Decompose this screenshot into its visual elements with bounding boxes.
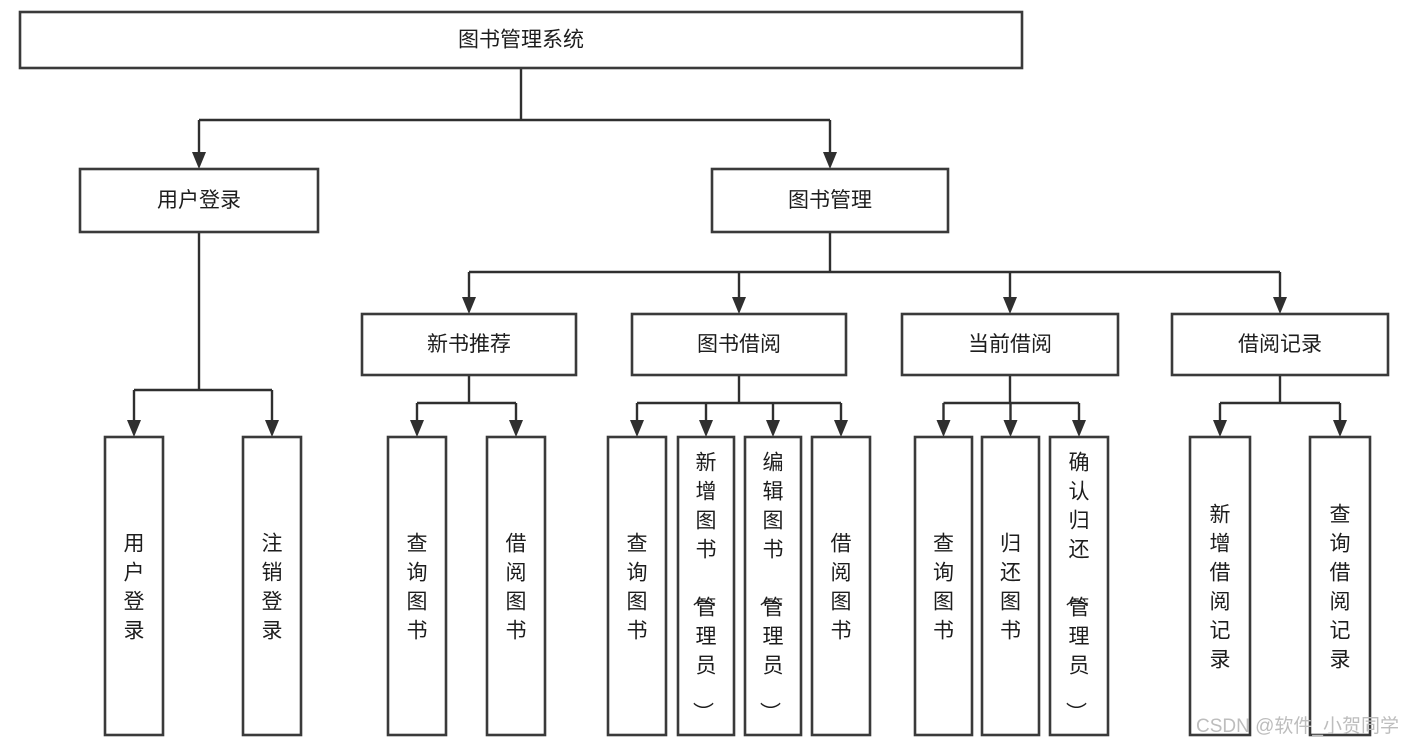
arrowhead-leaf-confirm-return — [1072, 420, 1086, 437]
node-label-user-login: 用户登录 — [157, 189, 241, 212]
node-label-leaf-add-book: 新增图书（管理员） — [691, 452, 717, 723]
node-leaf-add-record[interactable]: 新增借阅记录 — [1188, 435, 1252, 737]
arrowhead-leaf-query-book-3 — [936, 420, 951, 437]
connector-group-borrow-record — [1213, 375, 1347, 437]
node-box-leaf-query-record[interactable] — [1308, 435, 1372, 737]
node-label-leaf-query-book-2: 查询图书 — [627, 533, 648, 643]
node-leaf-add-book[interactable]: 新增图书（管理员） — [676, 435, 736, 737]
node-leaf-borrow-book-1[interactable]: 借阅图书 — [485, 435, 547, 737]
node-label-leaf-query-book-1: 查询图书 — [407, 533, 428, 643]
node-new-book-rec[interactable]: 新书推荐 — [360, 312, 578, 377]
connector-group-user-login — [127, 232, 279, 437]
connector-group-current-borrow — [936, 375, 1086, 437]
connector-group-new-book-rec — [410, 375, 523, 437]
arrowhead-leaf-query-book-1 — [410, 420, 424, 437]
node-leaf-query-book-2[interactable]: 查询图书 — [606, 435, 668, 737]
node-leaf-query-book-1[interactable]: 查询图书 — [386, 435, 448, 737]
node-box-leaf-add-record[interactable] — [1188, 435, 1252, 737]
node-box-leaf-edit-book[interactable] — [743, 435, 803, 737]
node-label-leaf-add-record: 新增借阅记录 — [1210, 504, 1231, 672]
arrowhead-leaf-add-record — [1213, 420, 1227, 437]
node-label-leaf-query-record: 查询借阅记录 — [1330, 504, 1351, 672]
node-label-new-book-rec: 新书推荐 — [427, 333, 511, 356]
connectors-layer — [127, 68, 1347, 437]
node-box-leaf-confirm-return[interactable] — [1048, 435, 1110, 737]
node-box-book-borrow[interactable] — [630, 312, 848, 377]
node-box-root[interactable] — [18, 10, 1024, 70]
arrowhead-leaf-return-book — [1003, 420, 1018, 437]
node-leaf-query-book-3[interactable]: 查询图书 — [913, 435, 974, 737]
node-box-new-book-rec[interactable] — [360, 312, 578, 377]
node-box-leaf-return-book[interactable] — [980, 435, 1041, 737]
node-label-leaf-query-book-3: 查询图书 — [933, 533, 954, 643]
node-label-leaf-user-login: 用户登录 — [124, 533, 145, 643]
node-box-leaf-add-book[interactable] — [676, 435, 736, 737]
node-root[interactable]: 图书管理系统 — [18, 10, 1024, 70]
node-box-leaf-query-book-1[interactable] — [386, 435, 448, 737]
node-label-book-manage: 图书管理 — [788, 189, 872, 212]
node-label-leaf-borrow-book-2: 借阅图书 — [831, 533, 852, 643]
arrowhead-user-login — [192, 152, 206, 169]
node-box-book-manage[interactable] — [710, 167, 950, 234]
arrowhead-current-borrow — [1003, 297, 1017, 314]
node-book-borrow[interactable]: 图书借阅 — [630, 312, 848, 377]
arrowhead-leaf-logout — [265, 420, 279, 437]
node-leaf-user-login[interactable]: 用户登录 — [103, 435, 165, 737]
node-label-leaf-return-book: 归还图书 — [1000, 533, 1021, 643]
connector-group-book-borrow — [630, 375, 848, 437]
node-label-leaf-borrow-book-1: 借阅图书 — [506, 533, 527, 643]
node-leaf-confirm-return[interactable]: 确认归还（管理员） — [1048, 435, 1110, 737]
csdn-watermark: CSDN @软件_小贺同学 — [1196, 715, 1399, 737]
node-box-current-borrow[interactable] — [900, 312, 1120, 377]
node-book-manage[interactable]: 图书管理 — [710, 167, 950, 234]
node-label-borrow-record: 借阅记录 — [1238, 333, 1322, 356]
arrowhead-leaf-user-login — [127, 420, 141, 437]
node-label-leaf-logout: 注销登录 — [262, 533, 283, 643]
node-leaf-edit-book[interactable]: 编辑图书（管理员） — [743, 435, 803, 737]
node-leaf-query-record[interactable]: 查询借阅记录 — [1308, 435, 1372, 737]
nodes-layer: 图书管理系统用户登录图书管理新书推荐图书借阅当前借阅借阅记录用户登录注销登录查询… — [18, 10, 1390, 737]
node-box-user-login[interactable] — [78, 167, 320, 234]
node-box-leaf-borrow-book-2[interactable] — [810, 435, 872, 737]
connector-group-root — [192, 68, 837, 169]
node-box-leaf-user-login[interactable] — [103, 435, 165, 737]
arrowhead-leaf-query-book-2 — [630, 420, 644, 437]
arrowhead-new-book-rec — [462, 297, 476, 314]
connector-group-book-manage — [462, 232, 1287, 314]
arrowhead-leaf-edit-book — [766, 420, 780, 437]
arrowhead-leaf-query-record — [1333, 420, 1347, 437]
node-leaf-logout[interactable]: 注销登录 — [241, 435, 303, 737]
node-leaf-borrow-book-2[interactable]: 借阅图书 — [810, 435, 872, 737]
arrowhead-book-borrow — [732, 297, 746, 314]
arrowhead-leaf-borrow-book-2 — [834, 420, 848, 437]
node-label-book-borrow: 图书借阅 — [697, 333, 781, 356]
node-box-leaf-query-book-2[interactable] — [606, 435, 668, 737]
arrowhead-book-manage — [823, 152, 837, 169]
node-box-leaf-borrow-book-1[interactable] — [485, 435, 547, 737]
node-label-current-borrow: 当前借阅 — [968, 333, 1052, 356]
node-user-login[interactable]: 用户登录 — [78, 167, 320, 234]
node-current-borrow[interactable]: 当前借阅 — [900, 312, 1120, 377]
node-label-root: 图书管理系统 — [458, 29, 584, 52]
node-label-leaf-edit-book: 编辑图书（管理员） — [758, 452, 784, 723]
node-leaf-return-book[interactable]: 归还图书 — [980, 435, 1041, 737]
node-borrow-record[interactable]: 借阅记录 — [1170, 312, 1390, 377]
node-box-leaf-logout[interactable] — [241, 435, 303, 737]
arrowhead-leaf-borrow-book-1 — [509, 420, 523, 437]
arrowhead-borrow-record — [1273, 297, 1287, 314]
node-box-borrow-record[interactable] — [1170, 312, 1390, 377]
node-box-leaf-query-book-3[interactable] — [913, 435, 974, 737]
node-label-leaf-confirm-return: 确认归还（管理员） — [1064, 452, 1090, 723]
arrowhead-leaf-add-book — [699, 420, 713, 437]
